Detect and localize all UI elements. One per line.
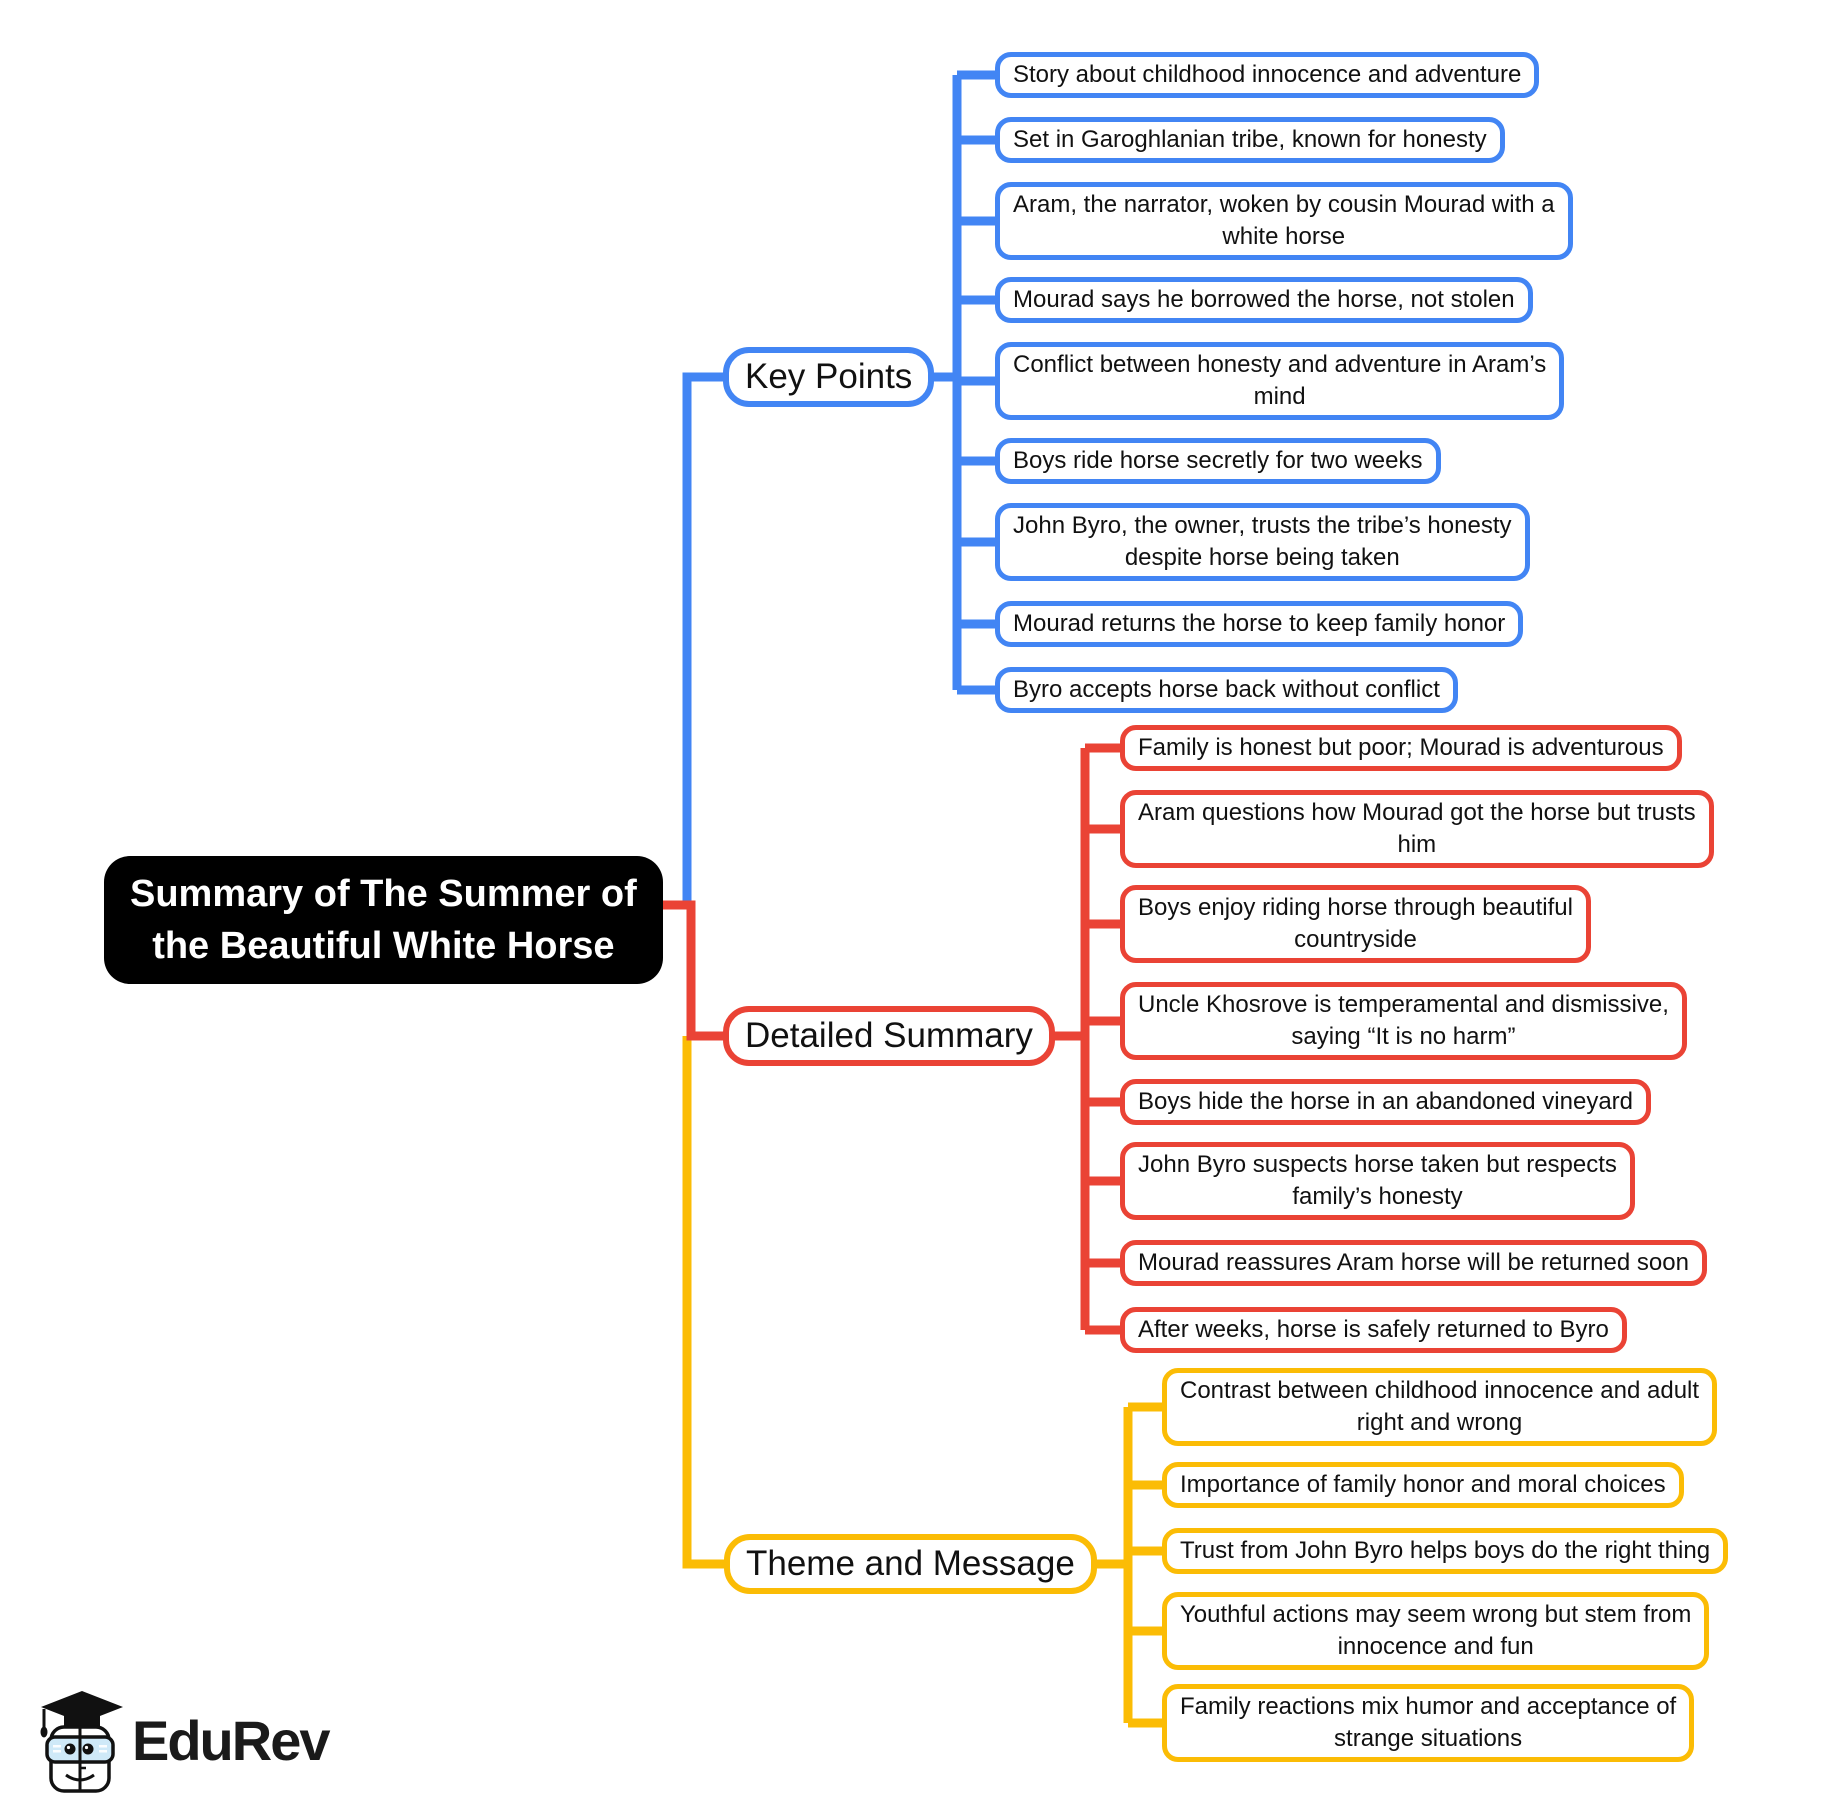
leaf-node: Trust from John Byro helps boys do the r… (1162, 1528, 1729, 1574)
leaf-node: After weeks, horse is safely returned to… (1120, 1307, 1627, 1353)
leaf-node: Byro accepts horse back without conflict (995, 667, 1458, 713)
edurev-wordmark: EduRev (132, 1709, 330, 1772)
leaf-node: Boys hide the horse in an abandoned vine… (1120, 1079, 1652, 1125)
leaf-node: Mourad says he borrowed the horse, not s… (995, 277, 1533, 323)
leaf-node: Youthful actions may seem wrong but stem… (1162, 1592, 1710, 1670)
leaf-node: Mourad reassures Aram horse will be retu… (1120, 1240, 1707, 1286)
leaf-node: Boys enjoy riding horse through beautifu… (1120, 885, 1591, 963)
leaf-node: Aram questions how Mourad got the horse … (1120, 790, 1714, 868)
leaf-node: Importance of family honor and moral cho… (1162, 1462, 1684, 1508)
edurev-logo: EduRev (36, 1690, 366, 1802)
leaf-node: Contrast between childhood innocence and… (1162, 1368, 1718, 1446)
edurev-mascot-icon (40, 1691, 123, 1793)
branch-node-detailed-summary: Detailed Summary (723, 1006, 1055, 1066)
leaf-node: Aram, the narrator, woken by cousin Mour… (995, 182, 1573, 260)
leaf-node: Conflict between honesty and adventure i… (995, 342, 1565, 420)
leaf-node: Boys ride horse secretly for two weeks (995, 438, 1441, 484)
leaf-node: Family is honest but poor; Mourad is adv… (1120, 725, 1682, 771)
leaf-node: Set in Garoghlanian tribe, known for hon… (995, 117, 1505, 163)
leaf-node: Story about childhood innocence and adve… (995, 52, 1540, 98)
branch-node-theme-and-message: Theme and Message (724, 1534, 1097, 1594)
leaf-node: Uncle Khosrove is temperamental and dism… (1120, 982, 1687, 1060)
leaf-node: John Byro, the owner, trusts the tribe’s… (995, 503, 1530, 581)
leaf-node: Mourad returns the horse to keep family … (995, 601, 1524, 647)
leaf-node: Family reactions mix humor and acceptanc… (1162, 1684, 1695, 1762)
branch-node-key-points: Key Points (723, 347, 935, 407)
root-node: Summary of The Summer of the Beautiful W… (104, 856, 663, 984)
leaf-node: John Byro suspects horse taken but respe… (1120, 1142, 1635, 1220)
